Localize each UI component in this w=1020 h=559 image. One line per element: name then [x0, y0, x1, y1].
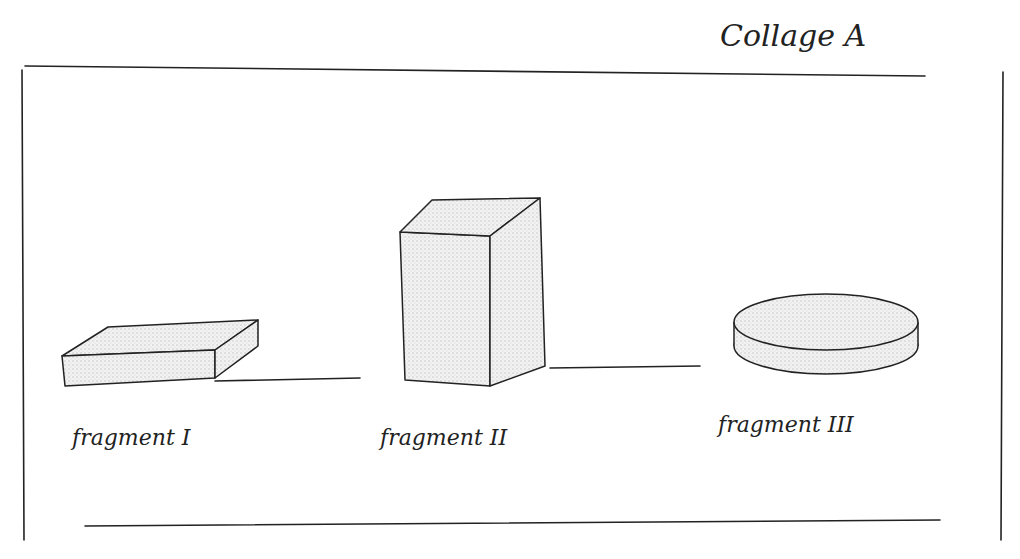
disc-shape	[734, 294, 918, 374]
ground-line	[215, 378, 360, 381]
fragment-label: fragment II	[380, 425, 507, 450]
frame-line	[22, 70, 24, 540]
frame-line	[25, 66, 925, 76]
ground-line	[550, 366, 700, 368]
tall-box	[400, 198, 545, 386]
flat-box	[62, 320, 258, 386]
fragment-label: fragment III	[718, 412, 854, 437]
frame-line	[1001, 72, 1003, 540]
frame-line	[85, 520, 940, 526]
fragment-label: fragment I	[72, 425, 190, 450]
sketch-title: Collage A	[720, 18, 866, 53]
